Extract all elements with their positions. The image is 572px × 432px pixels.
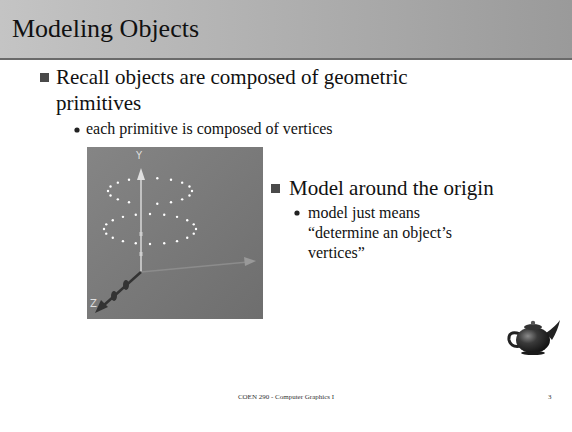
bullet-square xyxy=(271,184,280,193)
page-number: 3 xyxy=(548,393,562,402)
sub-bullet-text: model just means “determine an object’s … xyxy=(308,203,490,263)
title-band xyxy=(0,0,572,58)
teapot-icon xyxy=(509,320,560,355)
slide-title: Modeling Objects xyxy=(12,14,199,44)
bullet-square xyxy=(40,73,49,82)
sub-bullet-text: each primitive is composed of vertices xyxy=(86,119,486,139)
bullet-dot xyxy=(294,210,299,215)
axes-illustration xyxy=(87,147,263,319)
axis-label: Z xyxy=(90,298,104,310)
title-rule xyxy=(0,58,572,60)
axis-label: Y xyxy=(136,150,150,162)
bullet-text: Recall objects are composed of geometric… xyxy=(56,64,496,116)
bullet-text: Model around the origin xyxy=(289,175,549,201)
footer-text: COEN 290 - Computer Graphics I xyxy=(186,393,386,402)
bullet-dot xyxy=(74,127,79,132)
